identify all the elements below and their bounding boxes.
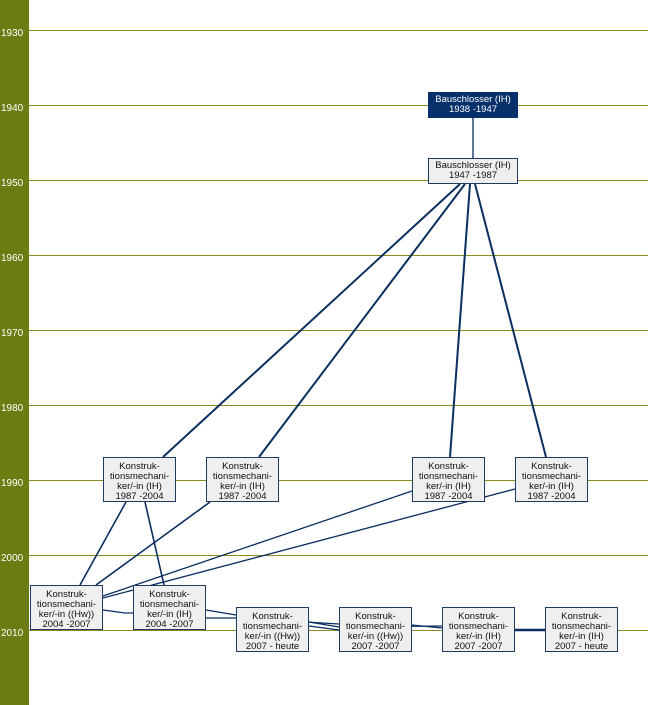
node-title: tionsmechani- [521, 471, 582, 482]
edge [102, 488, 516, 599]
node-title: Bauschlosser (IH) [435, 94, 511, 105]
year-label: 2010 [1, 628, 24, 639]
edge [308, 625, 340, 631]
node-title: Bauschlosser (IH) [435, 160, 511, 171]
node-title: tionsmechani- [551, 621, 612, 632]
gridline [29, 480, 648, 481]
node-period: 1987 -2004 [115, 491, 164, 502]
node-title: ker/-in (IH) [147, 609, 192, 620]
edge [79, 501, 127, 586]
gridline [29, 105, 648, 106]
node-period: 1987 -2004 [527, 491, 576, 502]
node-title: tionsmechani- [139, 599, 200, 610]
timeline-axis [0, 0, 29, 705]
node-title: tionsmechani- [448, 621, 509, 632]
node-title: Konstruk- [355, 611, 396, 622]
node-title: ker/-in (IH) [529, 481, 574, 492]
node-title: Konstruk- [561, 611, 602, 622]
node-period: 2004 -2007 [145, 619, 194, 630]
career-node[interactable]: Konstruk-tionsmechani-ker/-in ((Hw))2007… [236, 607, 309, 652]
career-node[interactable]: Bauschlosser (IH) 1947 -1987 [428, 158, 518, 184]
node-title: tionsmechani- [109, 471, 170, 482]
career-node[interactable]: Konstruk-tionsmechani-ker/-in ((Hw))2004… [30, 585, 103, 630]
node-title: tionsmechani- [345, 621, 406, 632]
node-title: tionsmechani- [36, 599, 97, 610]
node-period: 1947 -1987 [448, 170, 498, 181]
career-node[interactable]: Konstruk-tionsmechani-ker/-in ((Hw))2007… [339, 607, 412, 652]
gridline [29, 555, 648, 556]
gridline [29, 180, 648, 181]
node-period: 2007 -2007 [454, 641, 503, 652]
node-title: Konstruk- [531, 461, 572, 472]
year-label: 2000 [1, 553, 24, 564]
edge [162, 183, 461, 458]
edge [411, 624, 443, 629]
node-title: ker/-in ((Hw)) [244, 631, 301, 642]
node-title: Konstruk- [222, 461, 263, 472]
gridline [29, 405, 648, 406]
gridline [29, 30, 648, 31]
edge [474, 183, 547, 458]
year-label: 1960 [1, 253, 24, 264]
career-node[interactable]: Konstruk-tionsmechani-ker/-in (IH)1987 -… [515, 457, 588, 502]
node-title: tionsmechani- [418, 471, 479, 482]
career-node[interactable]: Konstruk-tionsmechani-ker/-in (IH)2007 -… [442, 607, 515, 652]
year-label: 1990 [1, 478, 24, 489]
node-period: 2007 - heute [245, 641, 300, 652]
node-title: ker/-in (IH) [456, 631, 501, 642]
node-title: ker/-in (IH) [559, 631, 604, 642]
year-label: 1980 [1, 403, 24, 414]
career-node[interactable]: Bauschlosser (IH) 1938 -1947 [428, 92, 518, 118]
node-period: 1987 -2004 [218, 491, 267, 502]
node-title: Konstruk- [46, 589, 87, 600]
node-title: tionsmechani- [212, 471, 273, 482]
node-title: ker/-in (IH) [117, 481, 162, 492]
node-period: 1987 -2004 [424, 491, 473, 502]
node-period: 1938 -1947 [448, 104, 498, 115]
node-title: ker/-in (IH) [426, 481, 471, 492]
edge [95, 501, 211, 586]
edge [449, 183, 471, 458]
node-title: Konstruk- [119, 461, 160, 472]
node-period: 2004 -2007 [42, 619, 91, 630]
career-node[interactable]: Konstruk-tionsmechani-ker/-in (IH)1987 -… [412, 457, 485, 502]
career-node[interactable]: Konstruk-tionsmechani-ker/-in (IH)2007 -… [545, 607, 618, 652]
node-title: Konstruk- [428, 461, 469, 472]
node-title: ker/-in (IH) [220, 481, 265, 492]
edge [144, 501, 165, 586]
node-period: 2007 - heute [554, 641, 609, 652]
node-period: 2007 -2007 [351, 641, 400, 652]
year-label: 1940 [1, 103, 24, 114]
node-title: tionsmechani- [242, 621, 303, 632]
career-node[interactable]: Konstruk-tionsmechani-ker/-in (IH)2004 -… [133, 585, 206, 630]
edge [205, 609, 237, 616]
career-node[interactable]: Konstruk-tionsmechani-ker/-in (IH)1987 -… [206, 457, 279, 502]
edge [102, 609, 133, 614]
node-title: Konstruk- [149, 589, 190, 600]
node-title: ker/-in ((Hw)) [38, 609, 95, 620]
node-title: Konstruk- [252, 611, 293, 622]
year-label: 1930 [1, 28, 24, 39]
edge [102, 490, 413, 597]
year-label: 1970 [1, 328, 24, 339]
edge [258, 183, 466, 458]
gridline [29, 255, 648, 256]
node-title: Konstruk- [458, 611, 499, 622]
gridline [29, 330, 648, 331]
year-label: 1950 [1, 178, 24, 189]
node-title: ker/-in ((Hw)) [347, 631, 404, 642]
career-node[interactable]: Konstruk-tionsmechani-ker/-in (IH)1987 -… [103, 457, 176, 502]
